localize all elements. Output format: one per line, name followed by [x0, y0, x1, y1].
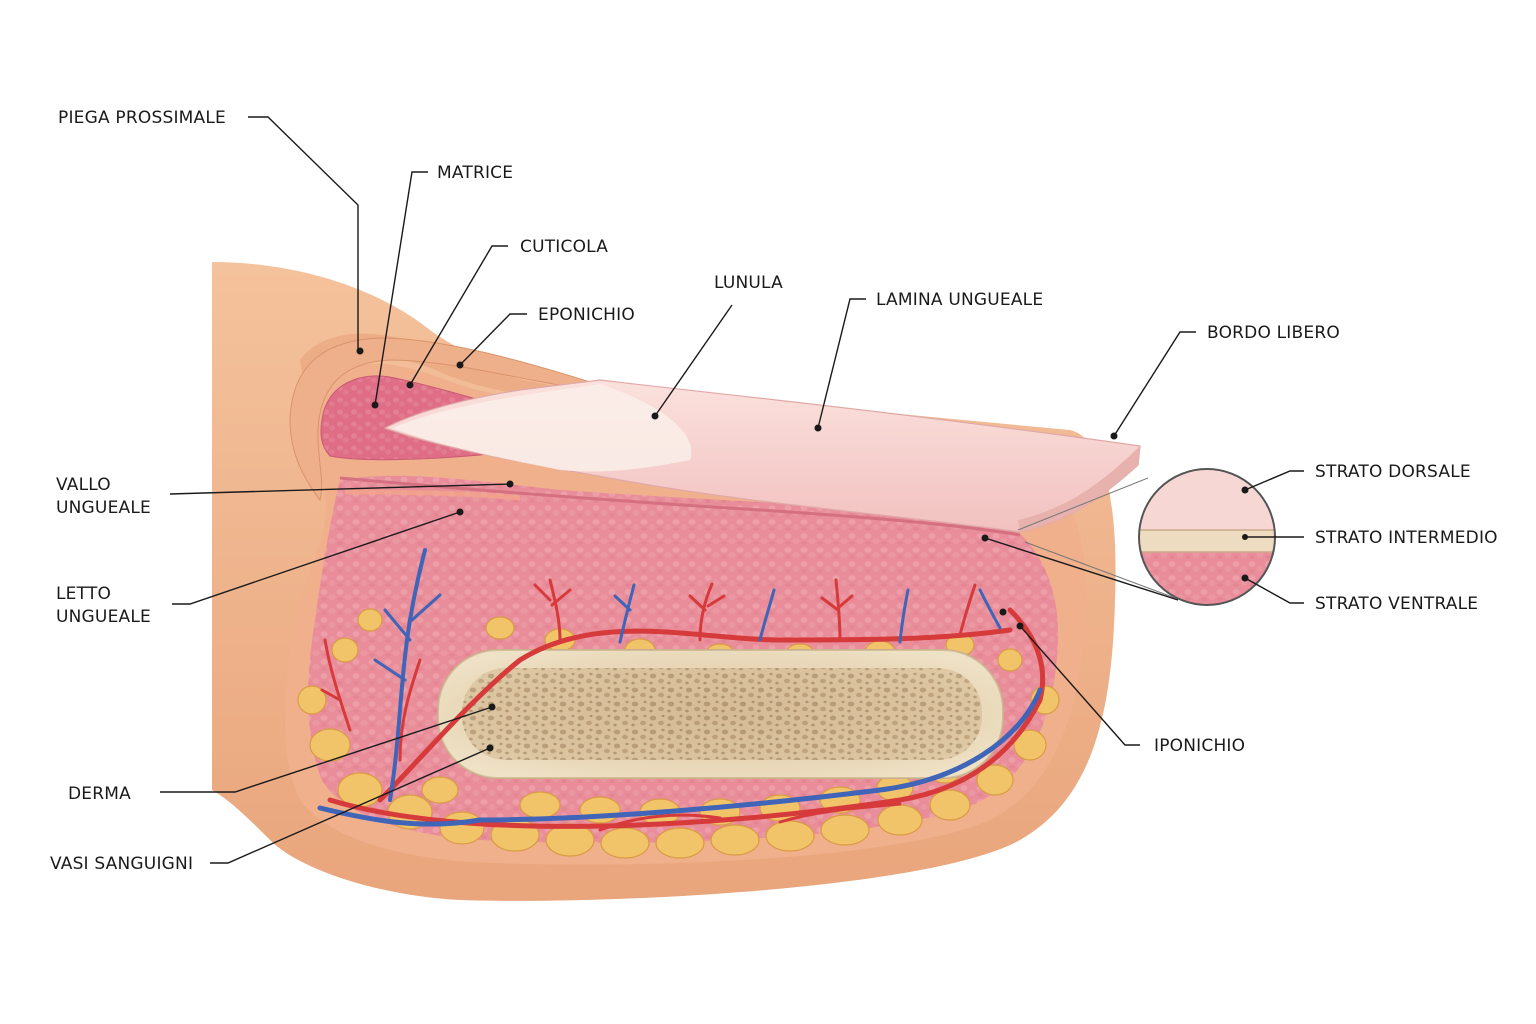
label-cuticola: CUTICOLA	[520, 237, 608, 257]
lunula	[392, 384, 692, 472]
intermediate-layer	[1139, 530, 1275, 552]
label-strato-ventrale: STRATO VENTRALE	[1315, 594, 1478, 614]
nail-plate-edge	[1018, 446, 1140, 532]
labels: PIEGA PROSSIMALE MATRICE CUTICOLA EPONIC…	[50, 108, 1498, 874]
nail-bed-surface	[339, 476, 1021, 537]
label-letto-ungueale-line1: LETTO	[56, 584, 111, 604]
label-lamina-ungueale: LAMINA UNGUEALE	[876, 290, 1043, 310]
label-iponichio: IPONICHIO	[1154, 736, 1245, 756]
label-vallo-ungueale-line2: UNGUEALE	[56, 498, 151, 518]
label-vasi-sanguigni: VASI SANGUIGNI	[50, 854, 193, 874]
leader-lines	[160, 116, 1304, 864]
label-letto-ungueale-line2: UNGUEALE	[56, 607, 151, 627]
veins	[317, 548, 1043, 827]
label-strato-dorsale: STRATO DORSALE	[1315, 462, 1471, 482]
arteries	[320, 578, 1046, 832]
ventral-layer	[1139, 552, 1275, 605]
label-strato-intermedio: STRATO INTERMEDIO	[1315, 528, 1498, 548]
distal-phalanx-bone	[437, 649, 1004, 779]
label-matrice: MATRICE	[437, 163, 513, 183]
label-bordo-libero: BORDO LIBERO	[1207, 323, 1340, 343]
label-vallo-ungueale-line1: VALLO	[56, 475, 111, 495]
label-derma: DERMA	[68, 784, 131, 804]
vallo-band	[344, 489, 521, 501]
label-piega-prossimale: PIEGA PROSSIMALE	[58, 108, 226, 128]
label-eponichio: EPONICHIO	[538, 305, 635, 325]
label-lunula: LUNULA	[714, 273, 783, 293]
finger-illustration	[212, 262, 1141, 901]
